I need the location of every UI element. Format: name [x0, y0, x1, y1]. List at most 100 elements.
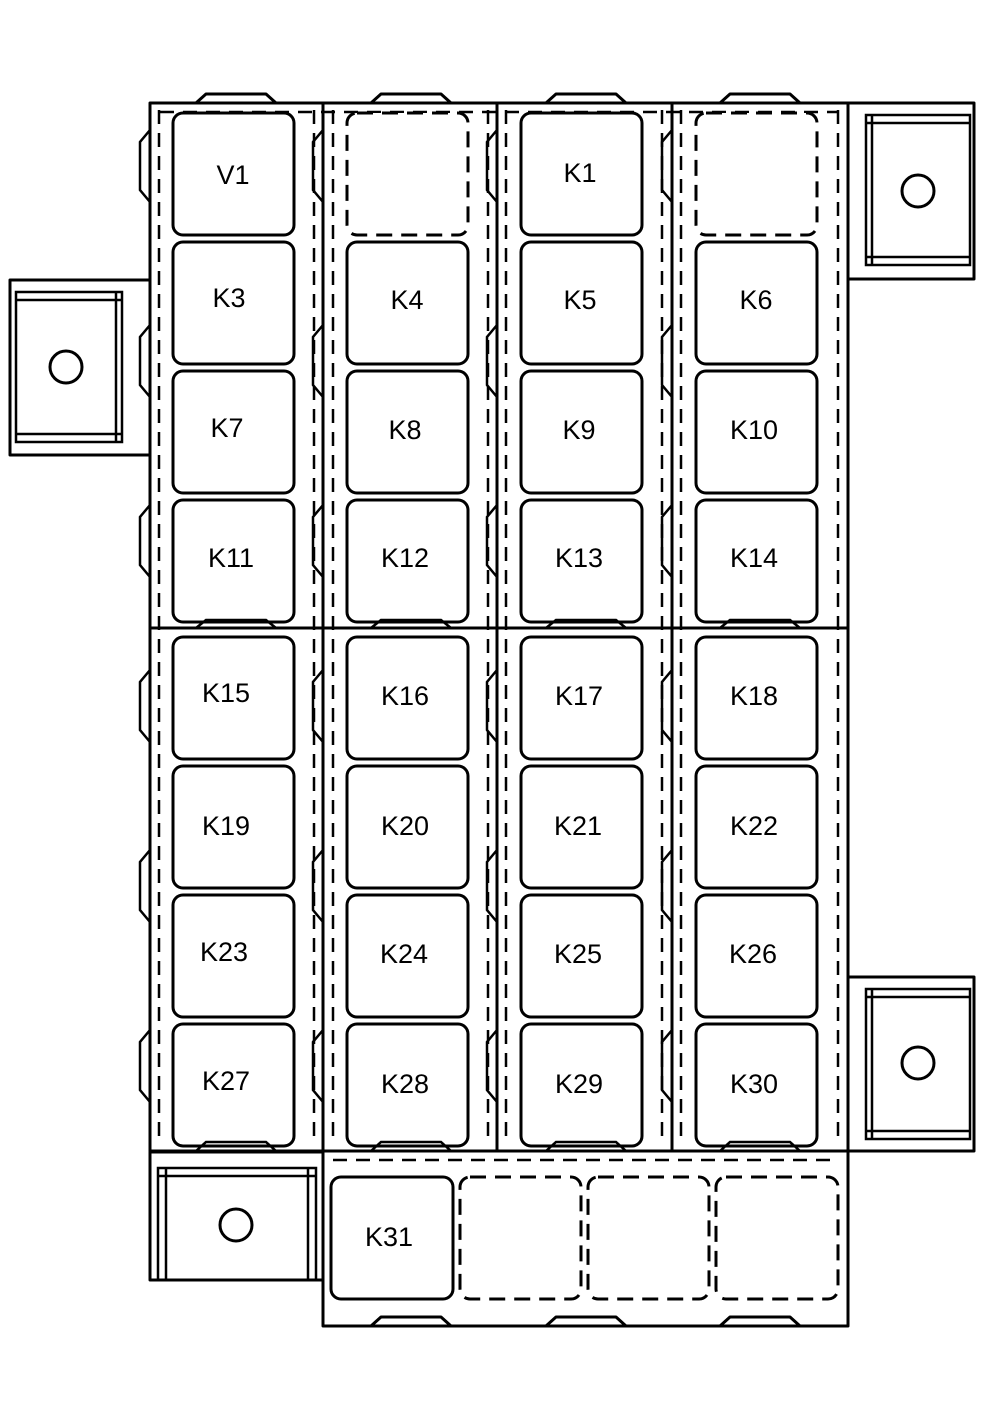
relay-slot-k9[interactable]: K9	[519, 369, 644, 495]
relay-label: K4	[390, 285, 423, 315]
relay-slot-k18[interactable]: K18	[694, 635, 819, 761]
relay-label: K25	[554, 939, 602, 969]
mid-latches	[195, 618, 801, 1152]
relay-label: K31	[365, 1222, 413, 1252]
bottom-block-frame	[321, 1149, 850, 1328]
relay-label: K21	[554, 811, 602, 841]
relay-slot-k25[interactable]: K25	[519, 893, 644, 1019]
relay-label: K15	[202, 678, 250, 708]
relay-slot-k11[interactable]: K11	[171, 498, 296, 624]
relay-slot-k19[interactable]: K19	[171, 764, 296, 890]
relay-slot-k12[interactable]: K12	[345, 498, 470, 624]
relay-label: K16	[381, 681, 429, 711]
bottom-relay-block: K31	[329, 1175, 840, 1301]
relay-label: K20	[381, 811, 429, 841]
mounting-bracket-top-right	[846, 101, 976, 281]
side-wedge	[485, 129, 498, 203]
side-wedge	[311, 324, 324, 398]
relay-label: K6	[739, 285, 772, 315]
relay-slot-k4[interactable]: K4	[345, 240, 470, 366]
relay-slot-empty[interactable]	[694, 111, 819, 237]
relay-label: K19	[202, 811, 250, 841]
relay-label: K23	[200, 937, 248, 967]
relay-label: K1	[563, 158, 596, 188]
relay-label: K10	[730, 415, 778, 445]
relay-label: K27	[202, 1066, 250, 1096]
mounting-hole-top-right	[900, 173, 936, 209]
relay-label: K13	[555, 543, 603, 573]
mounting-hole-bottom-right	[900, 1045, 936, 1081]
relay-label: K26	[729, 939, 777, 969]
relay-label: K7	[210, 413, 243, 443]
relay-slot-v1[interactable]: V1	[171, 111, 296, 237]
relay-slot-k20[interactable]: K20	[345, 764, 470, 890]
mounting-hole-left	[48, 349, 84, 385]
mounting-bracket-bottom-left	[148, 1150, 325, 1282]
side-wedges	[138, 129, 673, 1103]
side-wedge	[138, 669, 151, 743]
relay-slot-k10[interactable]: K10	[694, 369, 819, 495]
relay-slot-k3[interactable]: K3	[171, 240, 296, 366]
relay-slot-empty[interactable]	[345, 111, 470, 237]
relay-slot-k17[interactable]: K17	[519, 635, 644, 761]
side-wedge	[485, 669, 498, 743]
relay-slot-k6[interactable]: K6	[694, 240, 819, 366]
side-wedge	[660, 324, 673, 398]
side-wedge	[660, 1029, 673, 1103]
side-wedge	[311, 129, 324, 203]
housing-frame	[148, 101, 850, 1153]
relay-slot-k23[interactable]: K23	[171, 893, 296, 1019]
relay-label: K30	[730, 1069, 778, 1099]
relay-slot-empty[interactable]	[714, 1175, 840, 1301]
relay-slot-k30[interactable]: K30	[694, 1022, 819, 1148]
relay-slot-k15[interactable]: K15	[171, 635, 296, 761]
relay-label: K17	[555, 681, 603, 711]
side-wedge	[660, 129, 673, 203]
side-wedge	[138, 504, 151, 578]
side-wedge	[138, 324, 151, 398]
relay-slot-k5[interactable]: K5	[519, 240, 644, 366]
relay-slot-k21[interactable]: K21	[519, 764, 644, 890]
relay-slot-k26[interactable]: K26	[694, 893, 819, 1019]
relay-slot-k28[interactable]: K28	[345, 1022, 470, 1148]
side-wedge	[311, 849, 324, 923]
mounting-hole-bottom-left	[218, 1207, 254, 1243]
relay-slot-k24[interactable]: K24	[345, 893, 470, 1019]
relay-slot-k22[interactable]: K22	[694, 764, 819, 890]
relay-slot-k13[interactable]: K13	[519, 498, 644, 624]
relay-slot-k16[interactable]: K16	[345, 635, 470, 761]
side-wedge	[485, 324, 498, 398]
side-wedge	[485, 1029, 498, 1103]
side-wedge	[485, 504, 498, 578]
mounting-bracket-bottom-right	[846, 975, 976, 1153]
relay-label: K14	[730, 543, 778, 573]
relay-slot-k27[interactable]: K27	[171, 1022, 296, 1148]
relay-label: V1	[216, 160, 249, 190]
side-wedge	[660, 849, 673, 923]
relay-slot-empty[interactable]	[458, 1175, 583, 1301]
upper-relay-block: V1 K1 K3 K4 K5 K6	[171, 111, 819, 624]
relay-label: K9	[562, 415, 595, 445]
side-wedge	[311, 504, 324, 578]
relay-label: K12	[381, 543, 429, 573]
relay-slot-k14[interactable]: K14	[694, 498, 819, 624]
relay-slot-k31[interactable]: K31	[329, 1175, 455, 1301]
side-wedge	[311, 669, 324, 743]
relay-slot-k1[interactable]: K1	[519, 111, 644, 237]
relay-slot-k7[interactable]: K7	[171, 369, 296, 495]
relay-slot-k8[interactable]: K8	[345, 369, 470, 495]
relay-label: K11	[208, 543, 254, 573]
mounting-bracket-left	[8, 278, 152, 457]
relay-label: K28	[381, 1069, 429, 1099]
relay-label: K18	[730, 681, 778, 711]
relay-slot-k29[interactable]: K29	[519, 1022, 644, 1148]
middle-relay-block: K15 K16 K17 K18 K19 K20 K21 K22	[171, 635, 819, 1148]
side-wedge	[311, 1029, 324, 1103]
relay-label: K29	[555, 1069, 603, 1099]
side-wedge	[660, 669, 673, 743]
side-wedge	[138, 849, 151, 923]
relay-slot-empty[interactable]	[586, 1175, 711, 1301]
relay-label: K5	[563, 285, 596, 315]
side-wedge	[660, 504, 673, 578]
